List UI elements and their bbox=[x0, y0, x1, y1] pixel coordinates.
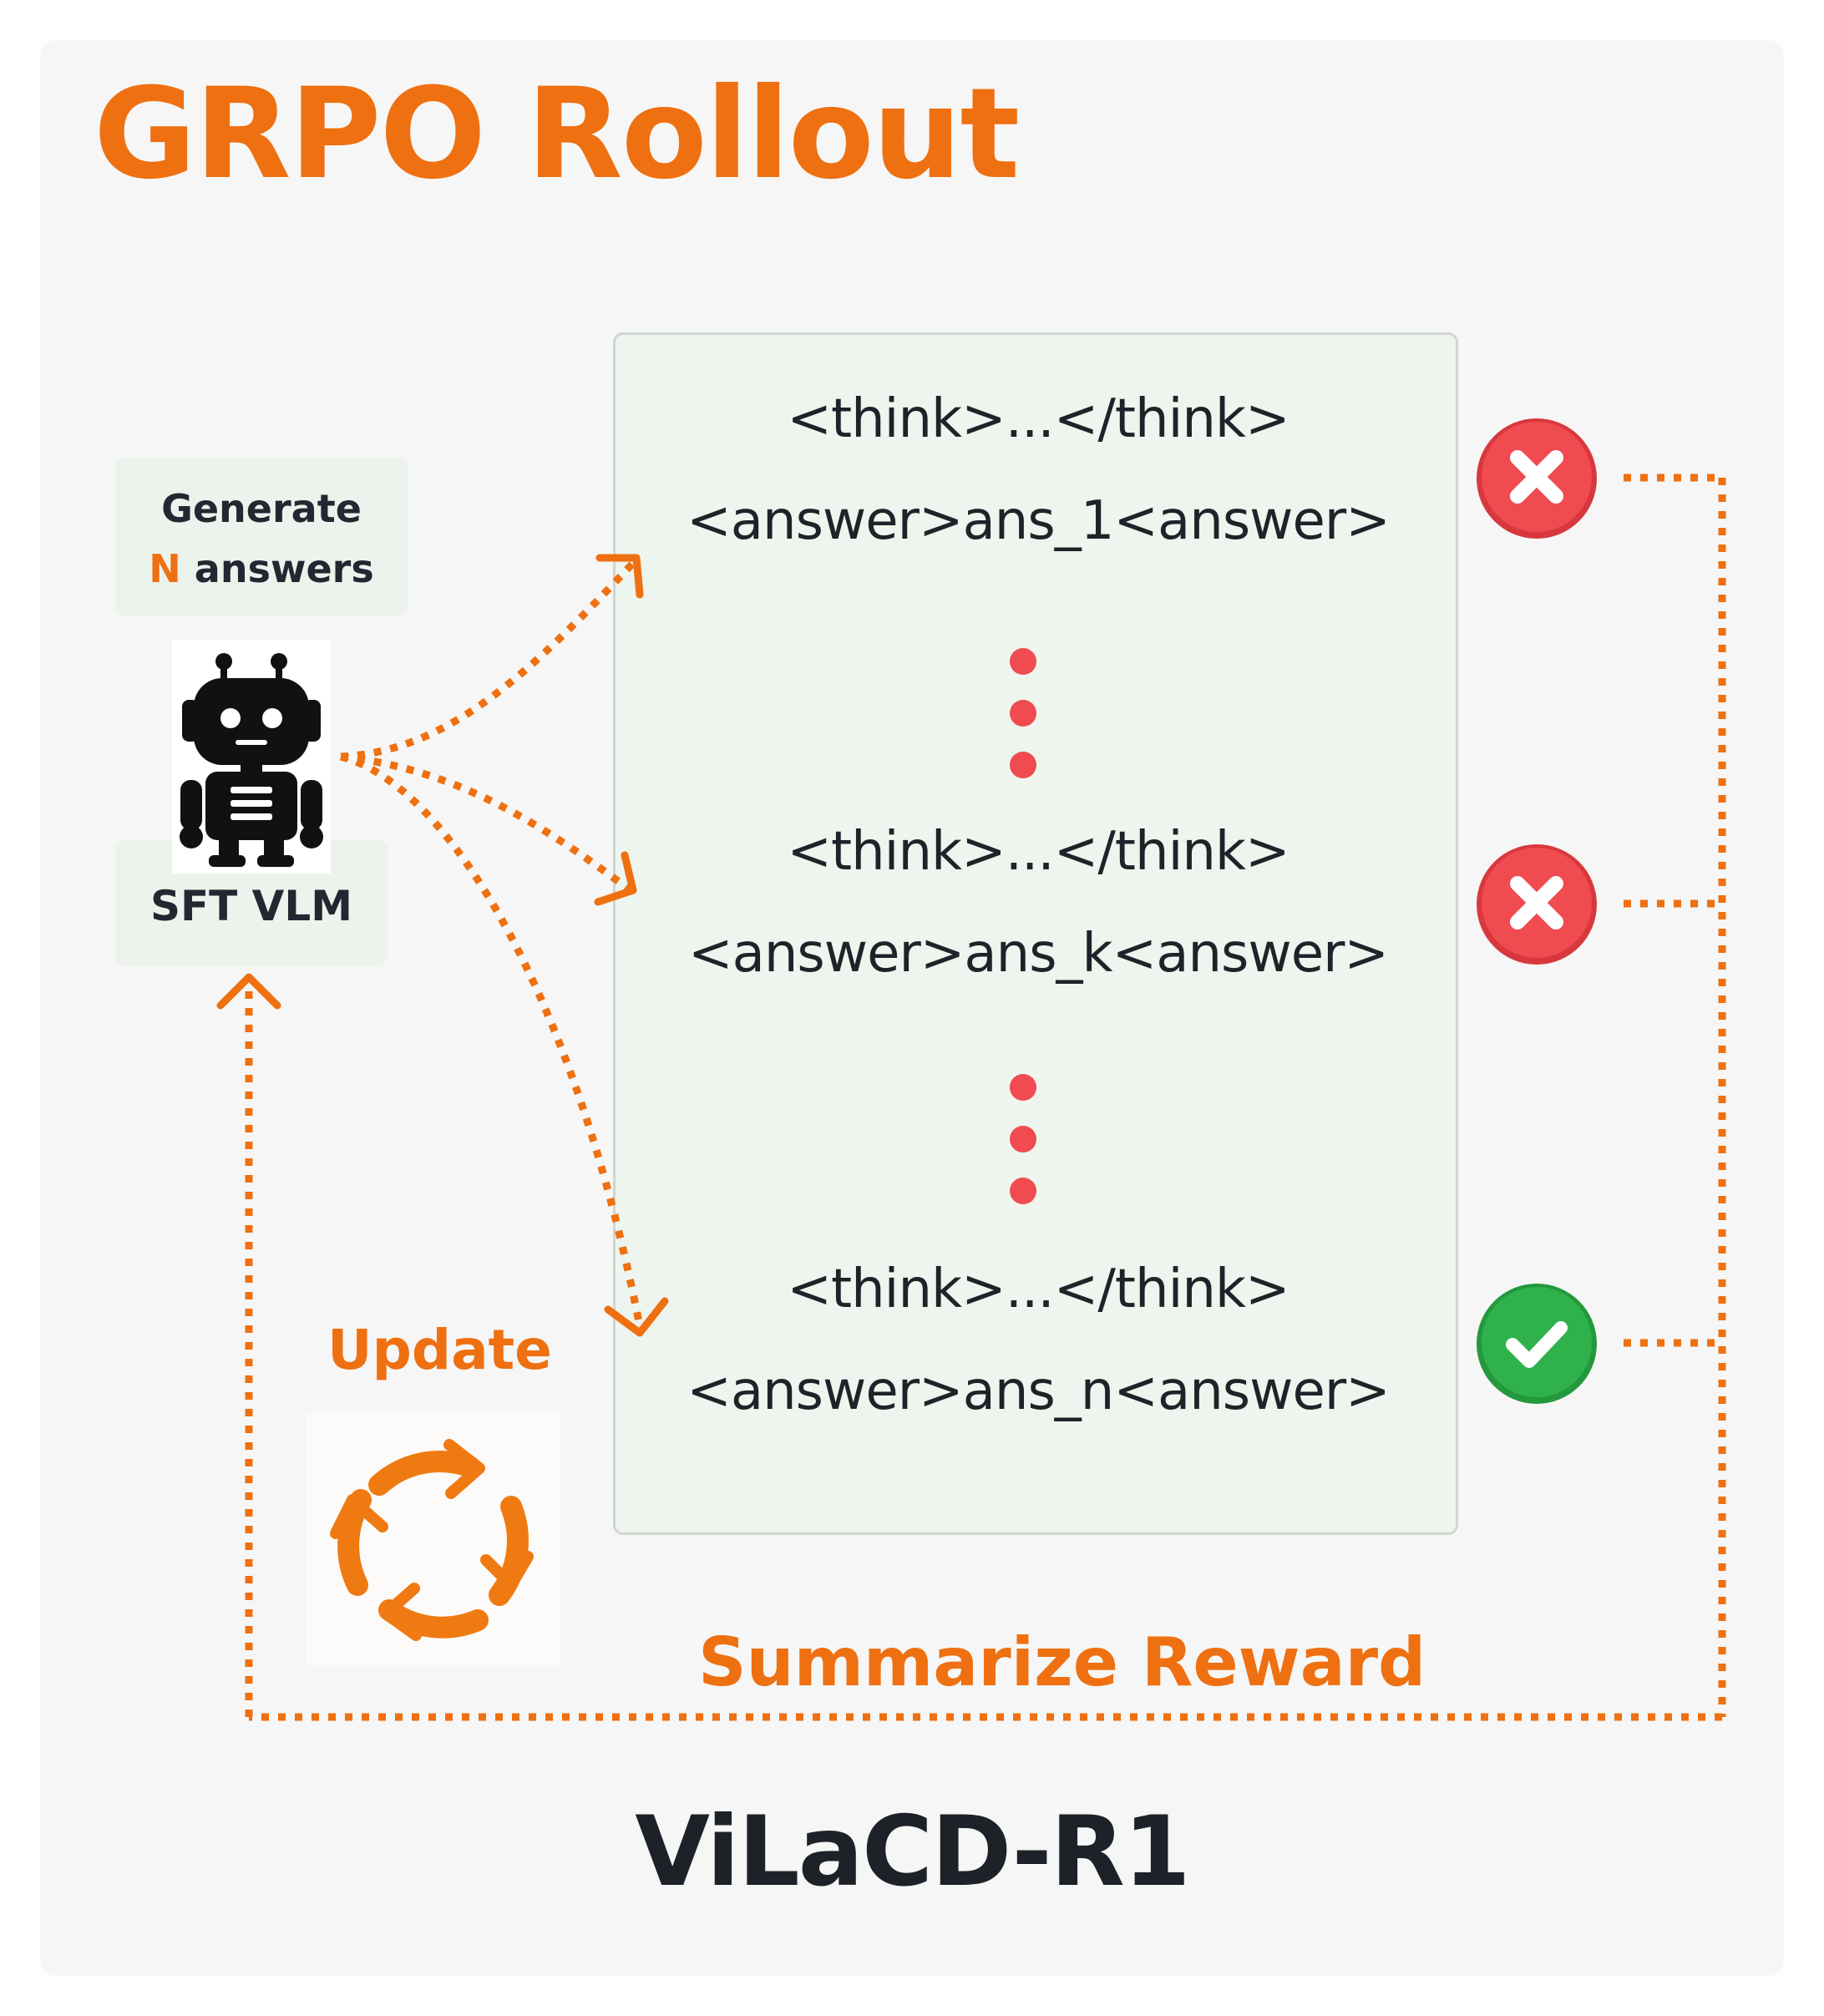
generate-count-line: N answers bbox=[115, 546, 408, 591]
generate-label: Generate bbox=[161, 486, 362, 531]
generate-note: Generate N answers bbox=[115, 458, 408, 616]
response-3-think: <think>...</think> bbox=[787, 1259, 1289, 1320]
reward-label: Summarize Reward bbox=[698, 1623, 1426, 1701]
ellipsis-dot bbox=[1010, 1178, 1036, 1204]
generate-count-highlight: N bbox=[149, 546, 181, 591]
cross-icon bbox=[1476, 418, 1598, 539]
model-label: SFT VLM bbox=[150, 882, 352, 930]
responses-panel: <think>...</think> <answer>ans_1<answer>… bbox=[613, 332, 1458, 1535]
generate-count-rest: answers bbox=[180, 546, 374, 591]
footer-title: ViLaCD-R1 bbox=[635, 1796, 1190, 1908]
ellipsis-dot bbox=[1010, 1126, 1036, 1152]
response-1-answer: <answer>ans_1<answer> bbox=[687, 490, 1391, 552]
ellipsis-dot bbox=[1010, 700, 1036, 727]
response-3-answer: <answer>ans_n<answer> bbox=[687, 1360, 1391, 1422]
ellipsis-dot bbox=[1010, 648, 1036, 675]
robot-icon bbox=[172, 640, 331, 874]
check-icon bbox=[1476, 1283, 1598, 1405]
response-2-answer: <answer>ans_k<answer> bbox=[688, 923, 1389, 985]
update-label: Update bbox=[327, 1318, 552, 1382]
ellipsis-dot bbox=[1010, 752, 1036, 778]
response-2-think: <think>...</think> bbox=[787, 821, 1289, 883]
cycle-arrows-icon bbox=[306, 1413, 560, 1665]
response-1-think: <think>...</think> bbox=[787, 388, 1289, 450]
diagram-title: GRPO Rollout bbox=[94, 62, 1020, 207]
cross-icon bbox=[1476, 843, 1598, 965]
ellipsis-dot bbox=[1010, 1074, 1036, 1101]
